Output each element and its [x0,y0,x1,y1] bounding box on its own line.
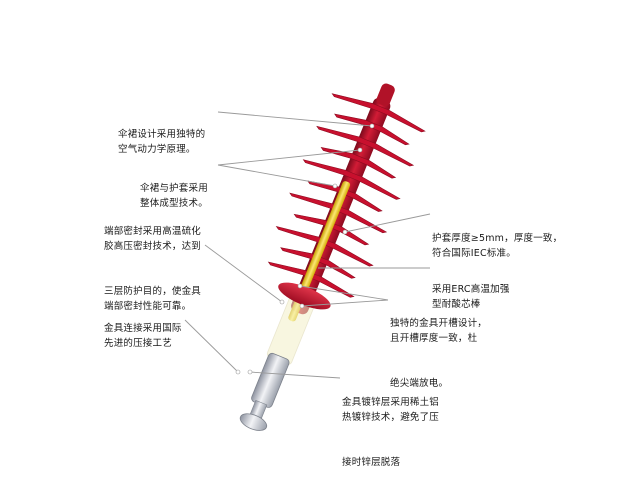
ball-end [239,413,268,431]
leader-dot [235,369,241,375]
leader-galvanizing [249,371,341,379]
label-crimping: 金具连接采用国际先进的压接工艺 [104,323,182,349]
leader-integral-molding-1 [217,149,361,166]
leader-groove-1 [299,285,389,301]
shed [293,213,370,246]
leader-integral-molding-2 [217,164,336,187]
label-erc-core: 采用ERC高温加强型耐酸芯棒 [432,284,510,310]
shed [320,147,397,179]
leader-dot [299,303,305,309]
label-umbrella-design: 伞裙设计采用独特的空气动力学原理。 [118,129,206,155]
end-fitting [251,352,290,408]
shed [289,192,388,234]
leader-sheath-thickness [344,213,431,233]
shed [302,159,401,200]
shed [280,247,356,279]
top-cap [376,83,395,107]
shed [275,225,374,267]
flange-disc [278,282,331,310]
leader-dot [357,147,363,153]
label-integral-molding: 伞裙与护套采用整体成型技术。 [140,183,208,209]
leader-dot [279,299,285,305]
label-groove-design: 独特的金具开槽设计，且开槽厚度一致，杜 绝尖端放电。 [390,318,488,389]
shed [331,93,426,133]
leader-dot [369,123,375,129]
leader-groove-2 [301,299,389,307]
leader-dot [342,229,348,235]
leader-dot [332,183,338,189]
leader-umbrella-design [217,111,373,127]
leader-dot [247,369,253,375]
shed [267,261,355,298]
label-galvanizing: 金具镀锌层采用稀土铝热镀锌技术，避免了压 接时锌层脱落 [342,397,440,468]
shed [316,125,415,167]
label-end-seal: 端部密封采用高温硫化胶高压密封技术，达到 三层防护目的，使金具端部密封性能可靠。 [104,226,202,312]
leader-end-seal [204,244,283,303]
composite-insulator-illustration [184,83,431,431]
diagram-stage: 伞裙设计采用独特的空气动力学原理。 伞裙与护套采用整体成型技术。 端部密封采用高… [104,83,563,468]
shed [307,180,383,212]
label-sheath-thickness: 护套厚度≥5mm，厚度一致，符合国际IEC标准。 [432,233,563,259]
leader-crimping [184,319,239,373]
leader-dot [297,283,303,289]
shed [334,113,410,146]
